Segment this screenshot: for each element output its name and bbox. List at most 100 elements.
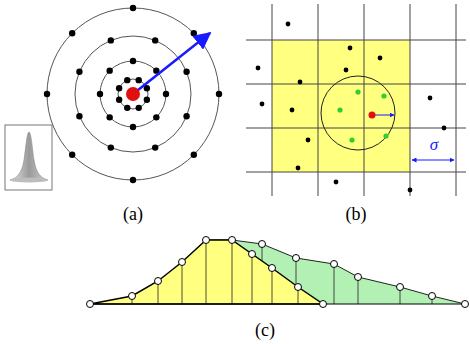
grid-line	[246, 84, 466, 85]
sample-dot	[153, 114, 159, 120]
sample-dot	[334, 180, 339, 185]
ring	[118, 79, 148, 109]
ring	[75, 36, 191, 152]
gaussian-rings	[5, 5, 222, 190]
sample-dot	[130, 58, 136, 64]
sample-dot	[152, 144, 158, 150]
grid-line	[364, 4, 365, 196]
sample-dot	[260, 102, 265, 107]
dimension-label: σ	[430, 136, 438, 153]
sample-dot	[256, 66, 261, 71]
vertex-marker	[429, 293, 436, 300]
vertex-marker	[397, 284, 404, 291]
sample-dot	[106, 114, 112, 120]
vertex-marker	[355, 274, 362, 281]
vertex-marker	[462, 301, 469, 308]
sample-dot	[69, 30, 75, 36]
sample-dot	[130, 5, 136, 11]
vertex-marker	[295, 284, 302, 291]
vertex-marker	[129, 293, 136, 300]
sigma-dimension	[412, 160, 454, 161]
vertex-marker	[320, 301, 327, 308]
profile-curves	[87, 237, 469, 308]
vertex-marker	[331, 261, 338, 268]
sample-dot	[183, 113, 189, 119]
kernel-circle	[321, 76, 395, 150]
sample-dot	[130, 124, 136, 130]
sample-dot	[296, 166, 301, 171]
grid-line	[410, 4, 411, 196]
sample-dot	[108, 37, 114, 43]
sample-stem	[206, 240, 207, 304]
grid-line	[246, 128, 466, 129]
neighbor-dot	[383, 133, 388, 138]
sample-dot	[124, 105, 130, 111]
sample-dot	[378, 56, 383, 61]
sample-dot	[216, 91, 222, 97]
search-region	[272, 40, 410, 172]
neighbor-dot	[355, 89, 360, 94]
neighbor-dot	[381, 93, 386, 98]
radius-arrow	[133, 33, 210, 94]
sample-dot	[163, 91, 169, 97]
grid-line	[246, 172, 466, 173]
neighbor-dot	[349, 137, 354, 142]
sample-dot	[348, 46, 353, 51]
sample-dot	[44, 91, 50, 97]
sample-dot	[124, 77, 130, 83]
vertex-marker	[293, 255, 300, 262]
sample-dot	[97, 91, 103, 97]
sample-dot	[130, 177, 136, 183]
sample-dot	[191, 152, 197, 158]
sample-stem	[252, 254, 253, 304]
vertex-marker	[229, 237, 236, 244]
sample-dot	[152, 37, 158, 43]
yellow-profile	[90, 240, 323, 304]
sample-dot	[191, 30, 197, 36]
sample-dot	[144, 97, 150, 103]
baseline	[90, 304, 465, 305]
vertex-marker	[179, 259, 186, 266]
sample-dot	[106, 67, 112, 73]
sample-dot	[116, 85, 122, 91]
sample-dot	[69, 152, 75, 158]
vertex-marker	[155, 278, 162, 285]
sample-dot	[76, 69, 82, 75]
sample-dot	[136, 77, 142, 83]
sample-dot	[76, 113, 82, 119]
sample-dot	[136, 105, 142, 111]
sample-dot	[344, 68, 349, 73]
sample-dot	[442, 126, 447, 131]
sample-stem	[334, 264, 335, 304]
ring	[47, 8, 219, 180]
panel-label: (c)	[255, 321, 275, 339]
sample-stem	[358, 277, 359, 304]
neighbor-dot	[337, 107, 342, 112]
grid-line	[318, 4, 319, 196]
grid-line	[272, 4, 273, 196]
gaussian-base	[10, 178, 48, 183]
vertex-marker	[259, 241, 266, 248]
sample-dot	[116, 97, 122, 103]
inset-box	[5, 125, 52, 190]
center-point	[126, 87, 140, 101]
sample-dot	[306, 138, 311, 143]
sample-dot	[290, 108, 295, 113]
vertex-marker	[269, 265, 276, 272]
panel-label: (a)	[123, 205, 143, 223]
panel-label: (b)	[346, 205, 367, 223]
query-point	[369, 112, 376, 119]
grid-line	[246, 40, 466, 41]
vertex-marker	[203, 237, 210, 244]
grid-line	[456, 4, 457, 196]
sample-dot	[428, 96, 433, 101]
sample-dot	[408, 188, 413, 193]
vertex-marker	[249, 251, 256, 258]
sample-dot	[108, 144, 114, 150]
grid-search	[246, 4, 466, 196]
sample-dot	[286, 22, 291, 27]
sample-dot	[183, 69, 189, 75]
gaussian-bell	[10, 132, 48, 180]
